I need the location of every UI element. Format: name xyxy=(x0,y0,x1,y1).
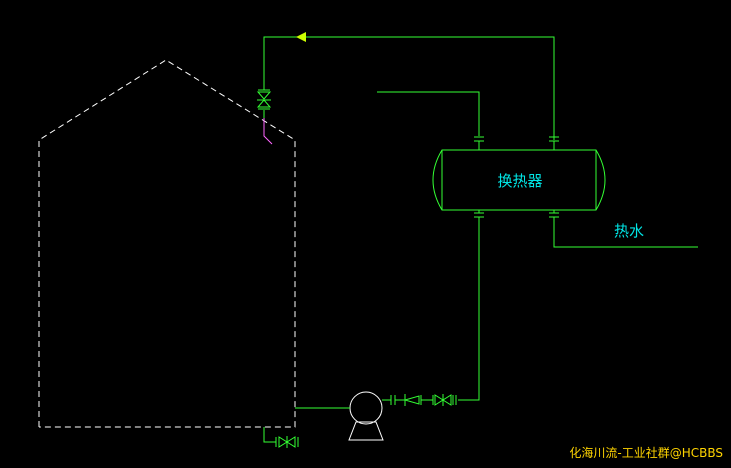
storage-tank xyxy=(38,59,296,428)
discharge-valve-icon xyxy=(421,394,457,406)
pump-casing xyxy=(349,391,383,425)
tank-outline xyxy=(38,59,296,428)
heat-exchanger-label: 换热器 xyxy=(497,172,542,190)
hot-water-label: 热水 xyxy=(614,222,644,240)
recycle-line xyxy=(263,36,555,140)
heat-exchanger xyxy=(432,149,606,211)
check-valve-icon xyxy=(382,394,422,406)
flow-arrow xyxy=(296,32,306,42)
recycle-pipe xyxy=(263,36,555,140)
pump-base xyxy=(348,421,384,441)
watermark-text: 化海川流-工业社群@HCBBS xyxy=(569,445,723,460)
return-pipe xyxy=(458,217,480,401)
feed-pipe xyxy=(377,91,480,136)
roof-nozzle xyxy=(263,118,273,145)
recycle-valve-icon xyxy=(256,89,272,110)
drain-line xyxy=(263,427,299,448)
pump-icon xyxy=(348,391,384,441)
hot-water-pipe xyxy=(553,217,698,248)
